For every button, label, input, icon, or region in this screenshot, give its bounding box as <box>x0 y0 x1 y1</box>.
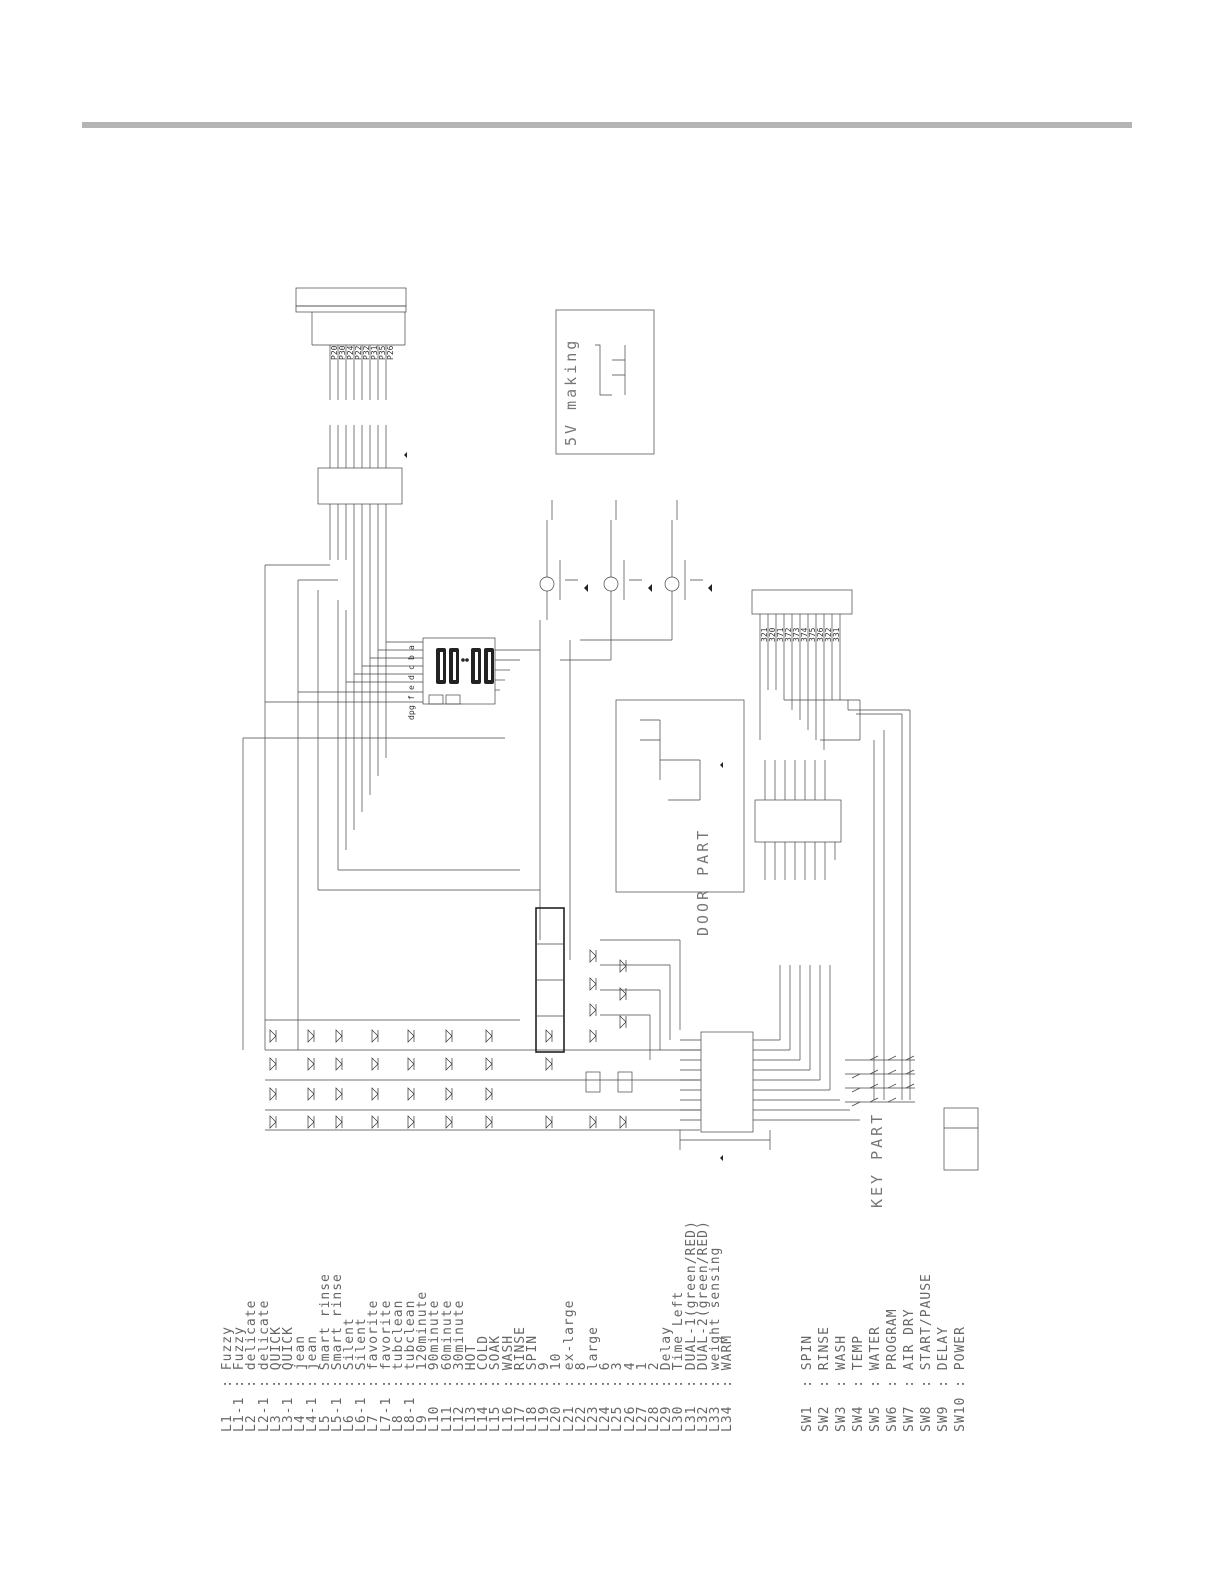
key-part-title: KEY PART <box>868 1111 886 1208</box>
mcu-ic-u2 <box>700 1031 754 1133</box>
switch-legend-item: SW9 : DELAY <box>936 1326 951 1432</box>
bus-lines <box>242 560 911 1100</box>
switch-legend-item: SW10 : POWER <box>953 1326 968 1432</box>
switch-legend-item: SW7 : AIR DRY <box>902 1308 917 1432</box>
segment-label: b <box>407 655 416 660</box>
dual-led-1 <box>585 1071 601 1093</box>
switch-legend-item: SW5 : WATER <box>868 1326 883 1432</box>
led-legend-item: L34 : WARM <box>720 1334 736 1432</box>
header-rule <box>82 122 1132 128</box>
switch-legend-item: SW6 : PROGRAM <box>885 1308 900 1432</box>
pin-label: P26 <box>386 345 395 360</box>
door-part-box <box>615 699 745 893</box>
driver-ic-u1 <box>317 467 403 505</box>
transistor-stage <box>539 500 703 620</box>
five-v-box <box>555 309 655 455</box>
switch-legend-item: SW1 : SPIN <box>800 1334 815 1432</box>
segment-label: f <box>407 695 416 700</box>
switch-legend-item: SW2 : RINSE <box>817 1326 832 1432</box>
segment-label: e <box>407 685 416 690</box>
key-connector <box>751 589 853 615</box>
connector-cn1 <box>295 287 407 307</box>
switch-legend-item: SW8 : START/PAUSE <box>919 1273 934 1432</box>
five-v-title: 5V making <box>562 337 580 446</box>
led-matrix <box>265 907 700 1131</box>
segment-label: c <box>407 665 416 670</box>
segment-label: dp <box>407 710 416 720</box>
dual-led-2 <box>617 1071 633 1093</box>
key-pin-label: 331 <box>832 627 841 642</box>
segment-label: a <box>407 645 416 650</box>
connector-resistor-array <box>311 312 406 400</box>
bottom-connector <box>943 1107 979 1171</box>
switch-legend-item: SW3 : WASH <box>834 1334 849 1432</box>
door-part-title: DOOR PART <box>694 827 712 936</box>
segment-label: d <box>407 675 416 680</box>
switch-legend-item: SW4 : TEMP <box>851 1334 866 1432</box>
door-ic-u3 <box>754 799 842 843</box>
key-switch-matrix <box>845 1055 915 1107</box>
